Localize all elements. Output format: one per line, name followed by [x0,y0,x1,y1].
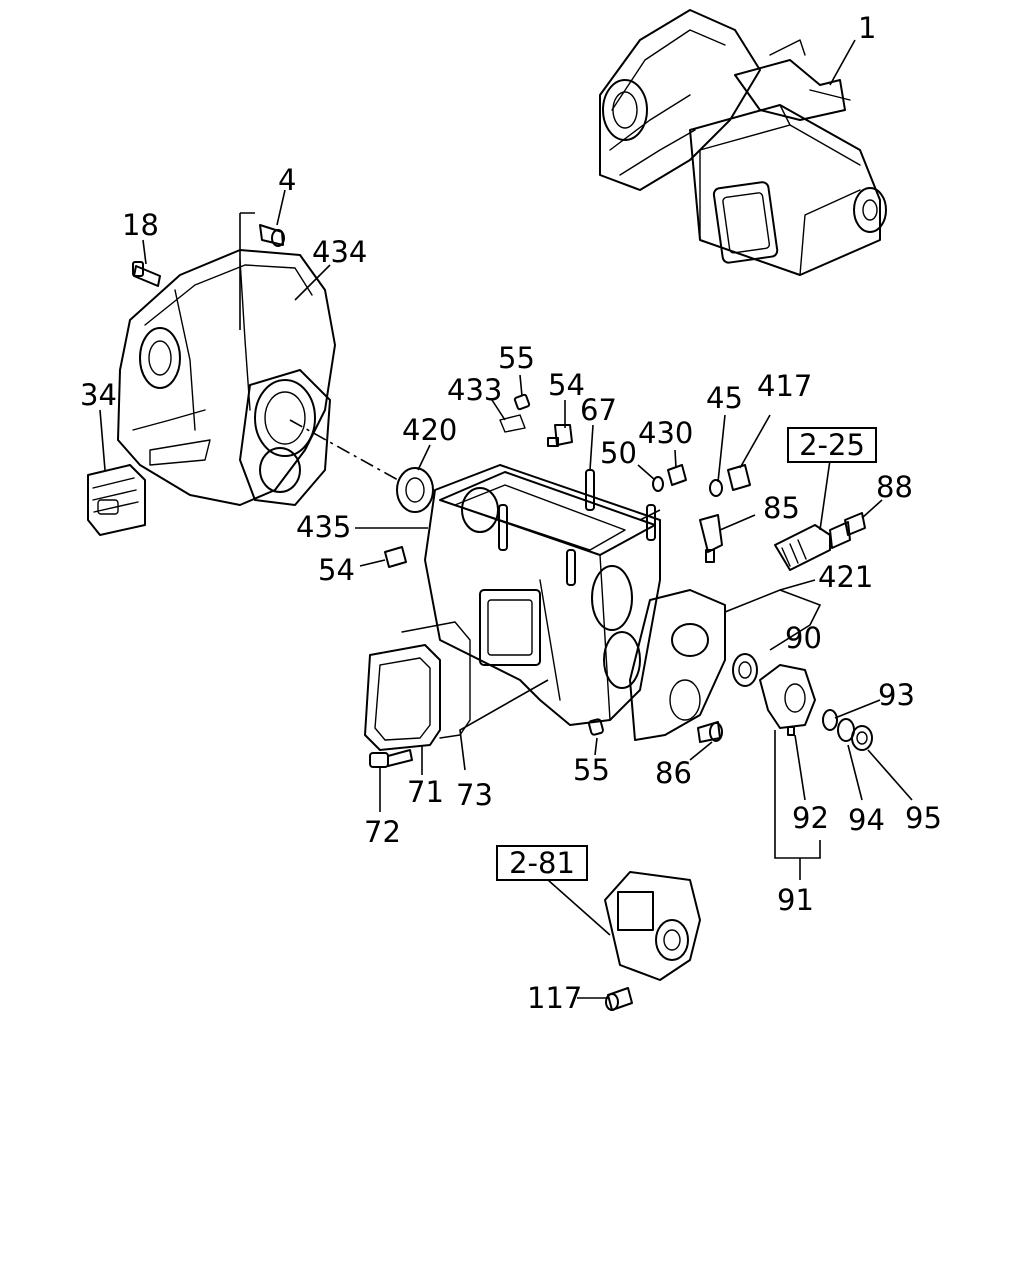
callout-67: 67 [580,393,617,427]
callout-92: 92 [792,801,829,835]
callout-50: 50 [600,436,637,470]
assembly-axis-line [289,419,399,481]
oil-seal-420 [396,467,434,513]
callout-420: 420 [402,413,457,447]
callout-73: 73 [456,778,493,812]
washer-45 [709,479,723,497]
bolt-88 [844,512,866,536]
callout-86: 86 [655,756,692,790]
callout-45: 45 [706,381,743,415]
plug-417 [727,464,751,491]
speedo-gear [774,521,851,571]
callout-labels: 1 4 18 434 34 55 433 54 67 420 430 45 41… [80,11,942,1015]
callout-94: 94 [848,803,885,837]
callout-430: 430 [638,416,693,450]
washer-50 [652,476,664,492]
plug-4 [259,224,285,247]
callout-1: 1 [858,11,876,45]
transmission-assembly [599,9,887,276]
bolt-18 [132,261,161,287]
plug-54a [547,424,573,447]
cover-gasket-71 [364,644,441,751]
switch-85 [699,514,723,563]
plug-54b [384,546,407,568]
callout-72: 72 [364,815,401,849]
callout-71: 71 [407,775,444,809]
leader-lines [99,39,913,999]
pin-55a [513,393,531,411]
callout-93: 93 [878,678,915,712]
bolt-86 [697,721,723,743]
callout-85: 85 [763,491,800,525]
callout-95: 95 [905,801,942,835]
callout-434: 434 [312,235,367,269]
callout-34: 34 [80,378,117,412]
ref-box-2-81[interactable]: 2-81 [496,845,588,881]
callout-4: 4 [278,163,296,197]
bolt-117 [605,987,633,1011]
callout-433: 433 [447,373,502,407]
callout-54-left: 54 [318,553,355,587]
callout-90: 90 [785,621,822,655]
callout-117: 117 [527,981,582,1015]
clutch-housing [117,249,336,506]
rubber-boot [87,464,146,536]
nut-95 [851,725,873,751]
bolt-72 [369,749,413,768]
transmission-case [424,464,661,726]
callout-421: 421 [818,560,873,594]
ref-box-2-25[interactable]: 2-25 [787,427,877,463]
callout-54-top: 54 [548,368,585,402]
ref-label-2-81: 2-81 [509,846,575,880]
flange-92 [759,664,816,736]
callout-55-top: 55 [498,341,535,375]
plate-433 [499,414,526,433]
ref-label-2-25: 2-25 [799,428,865,462]
callout-417: 417 [757,369,812,403]
callout-435: 435 [296,510,351,544]
callout-91: 91 [777,883,814,917]
rear-cover-421 [629,589,726,741]
pto-unit [604,871,701,981]
callout-18: 18 [122,208,159,242]
pin-55b [588,718,604,736]
oil-seal-90 [732,653,758,687]
plug-430 [667,464,687,486]
cover-plate-73 [401,621,471,739]
callout-55-bottom: 55 [573,753,610,787]
callout-88: 88 [876,470,913,504]
o-ring-93 [822,709,838,731]
